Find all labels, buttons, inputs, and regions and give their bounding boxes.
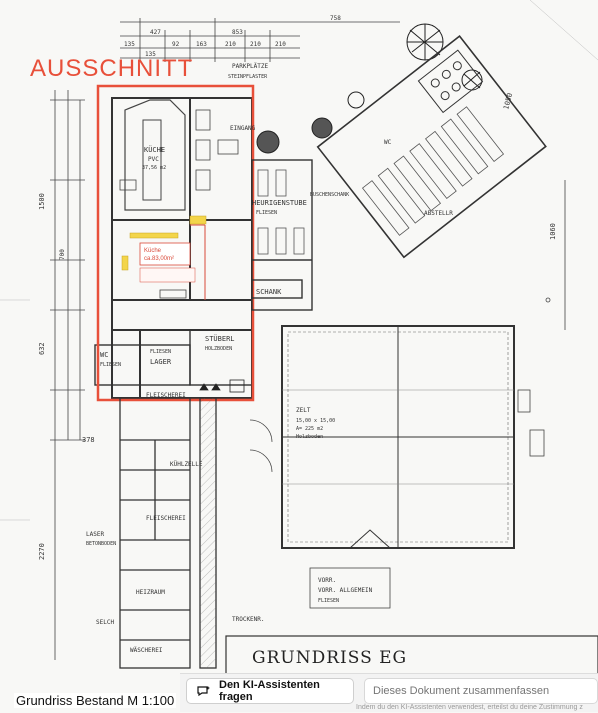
ai-assistant-bar: Den KI-Assistenten fragen Indem du den K… <box>180 673 598 712</box>
stairs-arrows-icon <box>199 379 245 393</box>
room-heizraum: HEIZRAUM <box>136 589 165 596</box>
kitchen-equipment <box>119 109 239 299</box>
new-kitchen-label: Küche <box>144 248 162 254</box>
lower-left-rooms <box>94 329 253 386</box>
dim-427: 427 <box>150 29 161 36</box>
seating-tables <box>257 169 305 255</box>
dim-1500: 1500 <box>38 193 46 210</box>
tree-icon <box>347 91 365 109</box>
room-kuhlzelle: KÜHLZELLE <box>170 461 203 468</box>
grid-lines <box>0 0 598 521</box>
dim-210b: 210 <box>250 41 261 48</box>
dim-92: 92 <box>172 41 180 48</box>
room-abstellr: ABSTELLR <box>424 210 453 217</box>
side-boxes <box>517 297 551 457</box>
room-stuberl: STÜBERL <box>205 334 235 343</box>
red-note-box <box>139 267 196 283</box>
kitchen-island <box>142 119 162 201</box>
room-wc-left-sub: FLIESEN <box>100 362 121 368</box>
chat-sparkle-icon <box>197 685 211 697</box>
dim-210c: 210 <box>275 41 286 48</box>
left-dimension-lines <box>50 90 85 660</box>
door-swings <box>249 419 273 473</box>
zelt-area: A= 225 m2 <box>296 426 323 432</box>
room-laser: LASER <box>86 531 104 538</box>
room-kuche-area: 37,56 m2 <box>142 165 166 171</box>
right-wing <box>316 34 547 259</box>
new-kitchen-box <box>139 242 191 266</box>
dim-2270: 2270 <box>38 543 46 560</box>
room-schank: SCHANK <box>256 288 282 296</box>
room-waschere: WÄSCHEREI <box>130 647 163 654</box>
yellow-highlights <box>121 215 207 271</box>
room-vorr-allgemein: VORR. ALLGEMEIN <box>318 587 373 594</box>
room-parkplatze: PARKPLÄTZE <box>232 63 269 70</box>
ausschnitt-label: AUSSCHNITT <box>30 55 193 82</box>
document-caption: Grundriss Bestand M 1:100 <box>14 693 177 708</box>
ausschnitt-frame <box>96 84 255 402</box>
room-vorr: VORR. <box>318 577 336 584</box>
dim-1060: 1060 <box>549 223 557 240</box>
room-vorr-sub: FLIESEN <box>318 598 339 604</box>
room-steinpflaster: STEINPFLASTER <box>228 74 268 80</box>
dim-210a: 210 <box>225 41 236 48</box>
dim-758: 758 <box>330 15 341 22</box>
dim-378: 378 <box>82 436 95 444</box>
tree-icon <box>256 117 333 154</box>
room-buschenschank: BUSCHENSCHANK <box>310 192 349 198</box>
room-trockenr: TROCKENR. <box>232 616 265 623</box>
zelt-floor: Holzboden <box>296 434 323 440</box>
ask-ai-assistant-label: Den KI-Assistenten fragen <box>219 679 320 703</box>
title-stamp: GRUNDRISS EG <box>252 648 407 668</box>
room-selch: SELCH <box>96 619 114 626</box>
room-wc-right: WC <box>384 139 392 146</box>
room-laser-sub: BETONBODEN <box>86 541 116 547</box>
vorr-box <box>309 567 391 609</box>
dim-163: 163 <box>196 41 207 48</box>
ask-ai-assistant-button[interactable]: Den KI-Assistenten fragen <box>186 678 354 704</box>
kitchen-counter-outline <box>124 99 186 211</box>
room-heurigenstube: HEURIGENSTUBE <box>252 199 307 207</box>
room-wc-left: WC <box>100 351 108 359</box>
room-kuche-label: KÜCHE <box>144 145 165 154</box>
room-eingang: EINGANG <box>230 125 256 132</box>
zelt-tent <box>281 325 515 549</box>
room-kuche-pvc: PVC <box>148 156 159 163</box>
dim-632: 632 <box>38 342 46 355</box>
ai-disclaimer: Indem du den KI-Assistenten verwendest, … <box>356 704 583 711</box>
top-dimension-lines <box>120 18 400 62</box>
center-rooms <box>251 159 313 311</box>
tree-icon <box>406 23 444 61</box>
room-lager-sub: FLIESEN <box>150 349 171 355</box>
zelt-dim: 15,00 x 15,00 <box>296 418 335 424</box>
dim-135: 135 <box>124 41 135 48</box>
zelt-label: ZELT <box>296 407 311 414</box>
room-stuberl-sub: HOLZBODEN <box>205 346 232 352</box>
summarize-input[interactable] <box>364 678 598 704</box>
dim-135b: 135 <box>145 51 156 58</box>
dim-700: 700 <box>59 249 66 260</box>
room-fleischerei-top: FLEISCHEREI <box>146 392 186 399</box>
room-fleischerei: FLEISCHEREI <box>146 515 186 522</box>
hatched-wall <box>200 398 216 668</box>
new-kitchen-area: ca.83,00m² <box>144 256 174 262</box>
room-heurigenstube-sub: FLIESEN <box>256 210 277 216</box>
room-lager: LAGER <box>150 358 172 366</box>
dim-853: 853 <box>232 29 243 36</box>
